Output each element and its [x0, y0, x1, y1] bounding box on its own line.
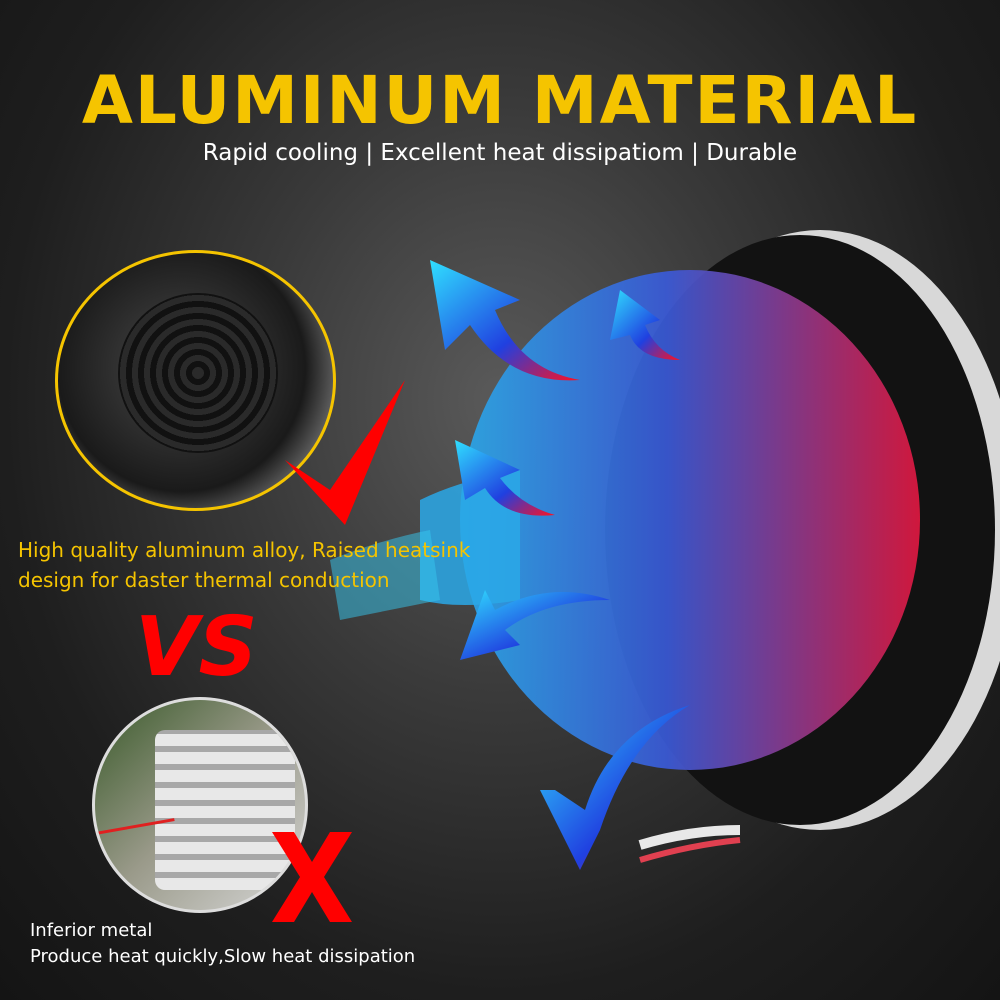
page-title: ALUMINUM MATERIAL: [81, 62, 919, 139]
inferior-heatsink-image: [92, 697, 308, 913]
bad-title: Inferior metal: [30, 920, 153, 941]
vs-label: VS: [135, 600, 258, 695]
page-subtitle: Rapid cooling | Excellent heat dissipati…: [202, 140, 798, 166]
airflow-arrows: [430, 260, 690, 870]
check-icon: [285, 380, 405, 525]
bad-description: Produce heat quickly,Slow heat dissipati…: [30, 946, 416, 967]
x-icon: [272, 832, 352, 922]
lamp-housing: [330, 230, 1000, 863]
good-description-line1: High quality aluminum alloy, Raised heat…: [18, 538, 471, 562]
aluminum-heatsink-image: [55, 250, 336, 511]
good-description-line2: design for daster thermal conduction: [18, 568, 390, 592]
